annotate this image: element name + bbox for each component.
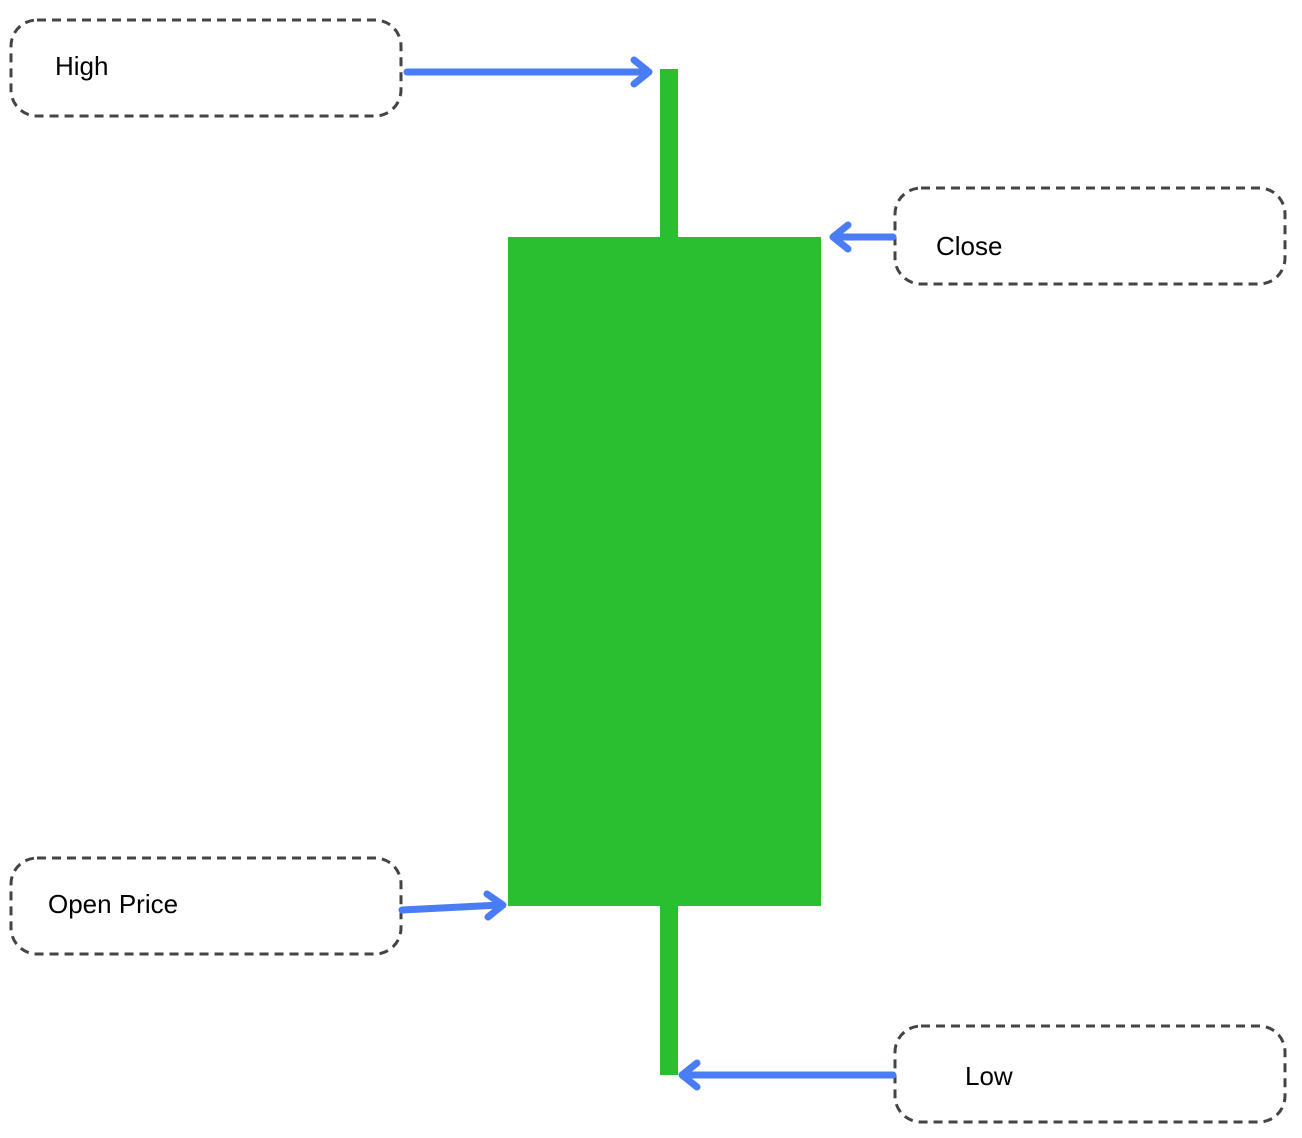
high-label: High <box>55 51 108 81</box>
high-callout-box <box>9 18 403 118</box>
low-callout-box <box>893 1024 1287 1124</box>
open-label: Open Price <box>48 889 178 919</box>
close-label: Close <box>936 231 1002 261</box>
candlestick <box>508 69 821 1075</box>
lower-wick <box>660 904 678 1075</box>
high-arrow <box>403 56 653 88</box>
high-callout: High <box>9 18 653 118</box>
low-label: Low <box>965 1061 1013 1091</box>
open-callout: Open Price <box>9 856 507 956</box>
low-callout: Low <box>678 1024 1287 1124</box>
close-arrow <box>829 221 897 253</box>
open-callout-box <box>9 856 403 956</box>
open-arrow <box>398 890 507 921</box>
upper-wick <box>660 69 678 239</box>
low-arrow <box>678 1059 897 1091</box>
candle-body <box>508 237 821 906</box>
close-callout: Close <box>829 186 1287 286</box>
